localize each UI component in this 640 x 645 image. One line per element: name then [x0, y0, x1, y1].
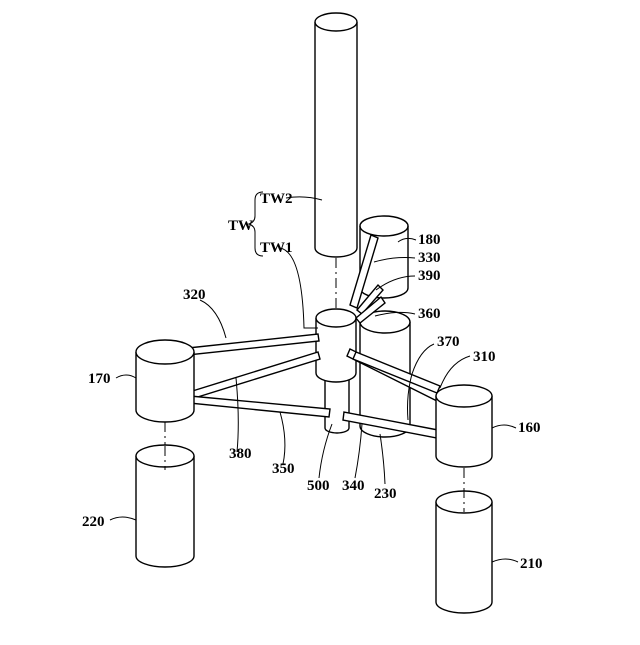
- label-170: 170: [88, 371, 111, 387]
- column-170: [136, 340, 194, 422]
- label-350: 350: [272, 461, 295, 477]
- brace-350: [189, 396, 330, 417]
- central-column-tw1: [316, 309, 356, 382]
- label-390: 390: [418, 268, 441, 284]
- brace-320: [188, 334, 319, 355]
- label-160: 160: [518, 420, 541, 436]
- label-230: 230: [374, 486, 397, 502]
- label-500: 500: [307, 478, 330, 494]
- tower-upper-tw2: [315, 13, 357, 257]
- label-330: 330: [418, 250, 441, 266]
- label-tw1: TW1: [260, 240, 293, 256]
- label-tw: TW: [228, 218, 253, 234]
- label-320: 320: [183, 287, 206, 303]
- column-210: [436, 468, 492, 613]
- brace-380: [186, 352, 320, 400]
- label-210: 210: [520, 556, 543, 572]
- label-360: 360: [418, 306, 441, 322]
- label-380: 380: [229, 446, 252, 462]
- label-340: 340: [342, 478, 365, 494]
- label-370: 370: [437, 334, 460, 350]
- column-160: [436, 385, 492, 467]
- label-310: 310: [473, 349, 496, 365]
- label-tw2: TW2: [260, 191, 293, 207]
- label-220: 220: [82, 514, 105, 530]
- column-220: [136, 422, 194, 567]
- label-180: 180: [418, 232, 441, 248]
- tower-base-500: [325, 378, 349, 433]
